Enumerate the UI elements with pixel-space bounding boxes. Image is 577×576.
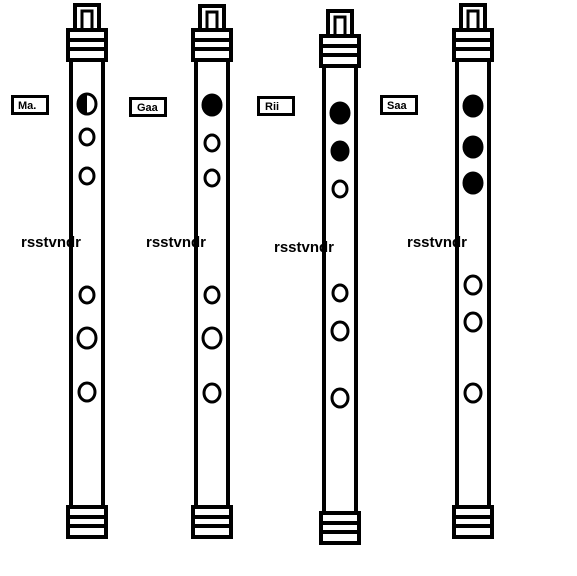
finger-hole-1-2-open bbox=[78, 127, 96, 147]
mouthpiece-cap-3 bbox=[326, 9, 354, 38]
finger-hole-4-5-open bbox=[463, 311, 483, 333]
finger-hole-1-3-open bbox=[78, 166, 96, 186]
finger-hole-3-6-open bbox=[330, 387, 350, 409]
top-band-3 bbox=[319, 34, 361, 68]
caption-flute-2: rsstvndr bbox=[146, 234, 207, 251]
bottom-band-3 bbox=[319, 511, 361, 545]
note-label-gaa: Gaa bbox=[137, 102, 158, 114]
finger-hole-3-1-closed bbox=[329, 101, 351, 125]
caption-flute-3: rsstvndr bbox=[274, 239, 335, 256]
mouthpiece-notch-3 bbox=[333, 15, 347, 38]
finger-hole-2-3-open bbox=[203, 168, 221, 188]
note-label-ma: Ma. bbox=[18, 100, 37, 112]
note-label-box-gaa bbox=[129, 97, 167, 117]
bottom-band-1 bbox=[66, 505, 108, 539]
finger-hole-1-4-open bbox=[78, 285, 96, 305]
finger-hole-4-3-closed bbox=[462, 171, 484, 195]
finger-hole-4-2-closed bbox=[462, 135, 484, 159]
finger-hole-1-1-half-fill bbox=[78, 94, 87, 114]
finger-hole-3-4-open bbox=[331, 283, 349, 303]
caption-flute-1: rsstvndr bbox=[21, 234, 82, 251]
finger-hole-1-5-open bbox=[76, 326, 98, 350]
finger-hole-2-6-open bbox=[202, 382, 222, 404]
flute-body-3 bbox=[322, 64, 358, 545]
finger-hole-3-5-open bbox=[330, 320, 350, 342]
finger-hole-3-3-open bbox=[331, 179, 349, 199]
finger-hole-2-5-open bbox=[201, 326, 223, 350]
note-label-box-saa bbox=[380, 95, 418, 115]
mouthpiece-notch-1 bbox=[80, 9, 94, 32]
finger-hole-2-2-open bbox=[203, 133, 221, 153]
bottom-band-2 bbox=[191, 505, 233, 539]
note-label-saa: Saa bbox=[387, 100, 407, 112]
mouthpiece-notch-4 bbox=[466, 9, 480, 32]
note-label-box-ma bbox=[11, 95, 49, 115]
finger-hole-1-6-open bbox=[77, 381, 97, 403]
caption-flute-4: rsstvndr bbox=[407, 234, 468, 251]
finger-hole-4-4-open bbox=[463, 274, 483, 296]
note-label-rii: Rii bbox=[265, 101, 280, 113]
top-band-1 bbox=[66, 28, 108, 62]
finger-hole-2-4-open bbox=[203, 285, 221, 305]
top-band-2 bbox=[191, 28, 233, 62]
finger-hole-2-1-closed bbox=[201, 93, 223, 117]
finger-hole-3-2-closed bbox=[330, 140, 350, 162]
finger-hole-4-1-closed bbox=[462, 94, 484, 118]
flute-body-4 bbox=[455, 58, 491, 539]
top-band-4 bbox=[452, 28, 494, 62]
bottom-band-4 bbox=[452, 505, 494, 539]
finger-hole-4-6-open bbox=[463, 382, 483, 404]
note-label-box-rii bbox=[257, 96, 295, 116]
mouthpiece-notch-2 bbox=[205, 10, 219, 32]
